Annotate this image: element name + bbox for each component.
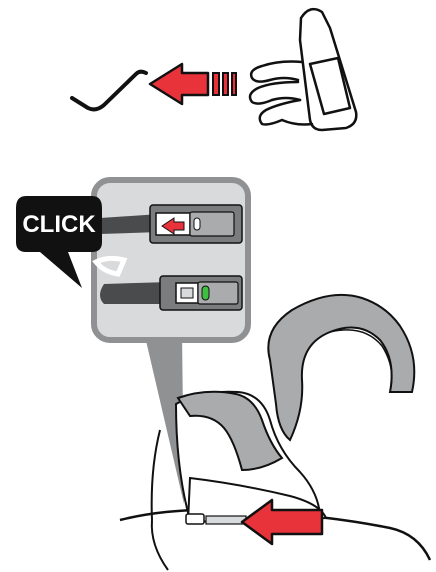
click-label: CLICK bbox=[22, 211, 96, 238]
base-connector bbox=[186, 514, 204, 524]
speech-bubble-icon bbox=[16, 196, 102, 288]
detail-inset bbox=[94, 180, 248, 340]
hand-icon bbox=[250, 9, 356, 130]
anchor-bar bbox=[72, 72, 146, 110]
click-callout: CLICK bbox=[16, 196, 102, 288]
release-arrow-icon bbox=[150, 64, 236, 104]
top-step-illustration bbox=[72, 9, 356, 130]
